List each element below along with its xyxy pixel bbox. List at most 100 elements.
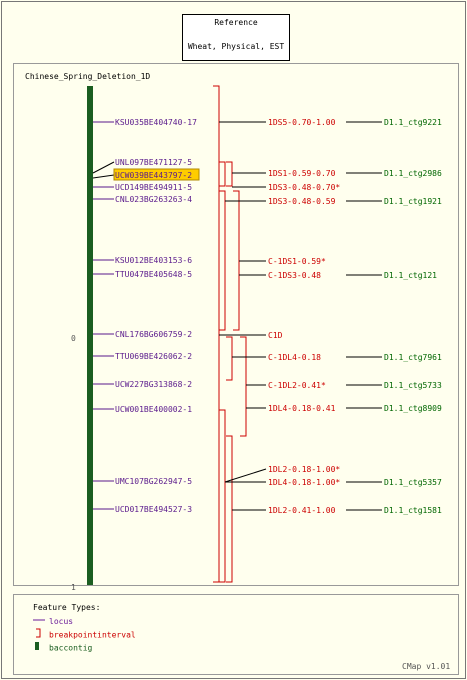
- legend-frame: [13, 594, 459, 675]
- interval-label: 1DL4-0.18-0.41: [268, 404, 336, 413]
- breakpoint-bracket[interactable]: [219, 190, 226, 331]
- locus[interactable]: UCW227BG313868-2: [93, 380, 192, 389]
- contig-label[interactable]: D1.1_ctg9221: [384, 118, 442, 127]
- breakpoint-interval[interactable]: 1DS1-0.59-0.70 D1.1_ctg2986: [232, 169, 442, 178]
- contig-label[interactable]: D1.1_ctg1921: [384, 197, 442, 206]
- locus[interactable]: KSU012BE403153-6: [93, 256, 192, 265]
- scale-start-label: 0: [71, 334, 76, 343]
- breakpoint-bracket[interactable]: [219, 409, 226, 583]
- leader-line: [92, 174, 115, 179]
- map-title[interactable]: Chinese_Spring_Deletion_1D: [25, 72, 151, 81]
- breakpoint-bracket[interactable]: [226, 435, 233, 583]
- locus-label: CNL176BG606759-2: [115, 330, 192, 339]
- locus[interactable]: UCD017BE494527-3: [93, 505, 192, 514]
- contig-label[interactable]: D1.1_ctg5733: [384, 381, 442, 390]
- map-frame: [13, 63, 459, 586]
- breakpoint-bracket[interactable]: [233, 190, 240, 331]
- locus-label: CNL023BG263263-4: [115, 195, 192, 204]
- locus-label: TTU047BE405648-5: [115, 270, 192, 279]
- interval-label: 1DS1-0.59-0.70: [268, 169, 336, 178]
- interval-label: C1D: [268, 331, 283, 340]
- contig-label[interactable]: D1.1_ctg7961: [384, 353, 442, 362]
- interval-layer: 1DS5-0.70-1.00 D1.1_ctg9221 1DS1-0.59-0.70…: [219, 118, 442, 515]
- reference-subtitle: Wheat, Physical, EST: [187, 42, 285, 51]
- breakpoint-interval[interactable]: C-1DS3-0.48 D1.1_ctg121: [239, 271, 437, 280]
- cmap-version-label[interactable]: CMap v1.01: [402, 662, 451, 671]
- baccontig-bar[interactable]: [87, 86, 93, 585]
- locus[interactable]: TTU069BE426062-2: [93, 352, 192, 361]
- breakpoint-interval[interactable]: 1DL2-0.41-1.00 D1.1_ctg1581: [232, 506, 442, 515]
- breakpoint-interval[interactable]: C-1DL2-0.41* D1.1_ctg5733: [246, 381, 442, 390]
- interval-label: C-1DS3-0.48: [268, 271, 321, 280]
- locus[interactable]: UCW001BE400002-1: [93, 405, 192, 414]
- scale-end-label: 1: [71, 583, 76, 592]
- locus[interactable]: UCW039BE443797-2: [92, 168, 200, 181]
- interval-label: 1DL2-0.41-1.00: [268, 506, 336, 515]
- breakpoint-interval[interactable]: C1D: [219, 331, 283, 340]
- breakpoint-interval[interactable]: 1DL2-0.18-1.00*: [224, 465, 340, 483]
- bracket-icon: [33, 628, 45, 642]
- interval-label: 1DL2-0.18-1.00*: [268, 465, 340, 474]
- contig-label[interactable]: D1.1_ctg5357: [384, 478, 442, 487]
- bracket-layer: [213, 85, 247, 583]
- locus-label: UNL097BE471127-5: [115, 158, 192, 167]
- leader-line: [92, 161, 115, 174]
- locus-label: KSU012BE403153-6: [115, 256, 192, 265]
- reference-box[interactable]: Reference Wheat, Physical, EST: [182, 14, 290, 61]
- breakpoint-bracket[interactable]: [226, 161, 233, 187]
- interval-label: 1DL4-0.18-1.00*: [268, 478, 340, 487]
- breakpoint-bracket[interactable]: [240, 336, 247, 437]
- contig-label[interactable]: D1.1_ctg8909: [384, 404, 442, 413]
- breakpoint-interval[interactable]: C-1DL4-0.18 D1.1_ctg7961: [232, 353, 442, 362]
- interval-label: C-1DS1-0.59*: [268, 257, 326, 266]
- bar-icon: [33, 641, 45, 655]
- breakpoint-interval[interactable]: 1DS5-0.70-1.00 D1.1_ctg9221: [219, 118, 442, 127]
- legend-label: locus: [49, 617, 74, 626]
- contig-label[interactable]: D1.1_ctg1581: [384, 506, 442, 515]
- breakpoint-interval[interactable]: 1DL4-0.18-0.41 D1.1_ctg8909: [246, 404, 442, 413]
- locus-layer: KSU035BE404740-17UNL097BE471127-5UCW039B…: [92, 118, 200, 514]
- interval-label: 1DS3-0.48-0.70*: [268, 183, 340, 192]
- breakpoint-bracket[interactable]: [219, 161, 226, 187]
- locus-label: UCD149BE494911-5: [115, 183, 192, 192]
- legend-item-locus: locus: [33, 615, 136, 628]
- contig-label[interactable]: D1.1_ctg2986: [384, 169, 442, 178]
- legend-label: baccontig: [49, 643, 93, 653]
- breakpoint-interval[interactable]: 1DS3-0.48-0.70*: [232, 183, 340, 192]
- legend-item-baccontig: baccontig: [33, 641, 136, 654]
- locus-label: UCW039BE443797-2: [115, 171, 192, 180]
- locus-label: UMC107BG262947-5: [115, 477, 192, 486]
- breakpoint-interval[interactable]: 1DL4-0.18-1.00* D1.1_ctg5357: [225, 478, 442, 487]
- contig-label[interactable]: D1.1_ctg121: [384, 271, 437, 280]
- breakpoint-bracket[interactable]: [213, 85, 220, 583]
- locus-label: TTU069BE426062-2: [115, 352, 192, 361]
- legend-item-breakpointinterval: breakpointinterval: [33, 628, 136, 641]
- line-icon: [33, 615, 45, 628]
- interval-label: C-1DL4-0.18: [268, 353, 321, 362]
- interval-label: C-1DL2-0.41*: [268, 381, 326, 390]
- locus-label: UCW001BE400002-1: [115, 405, 192, 414]
- locus[interactable]: UNL097BE471127-5: [92, 158, 192, 174]
- locus[interactable]: UMC107BG262947-5: [93, 477, 192, 486]
- breakpoint-interval[interactable]: C-1DS1-0.59*: [239, 257, 326, 266]
- interval-connector: [224, 468, 267, 483]
- reference-title: Reference: [214, 18, 258, 27]
- legend-title: Feature Types:: [33, 603, 101, 612]
- locus-label: UCD017BE494527-3: [115, 505, 192, 514]
- locus-highlight: [113, 168, 200, 181]
- locus[interactable]: KSU035BE404740-17: [93, 118, 197, 127]
- legend: Feature Types: locus breakpointinterval …: [33, 603, 136, 654]
- locus[interactable]: UCD149BE494911-5: [93, 183, 192, 192]
- legend-label: breakpointinterval: [49, 630, 136, 640]
- locus-label: KSU035BE404740-17: [115, 118, 197, 127]
- locus-label: UCW227BG313868-2: [115, 380, 192, 389]
- interval-label: 1DS5-0.70-1.00: [268, 118, 336, 127]
- locus[interactable]: CNL176BG606759-2: [93, 330, 192, 339]
- locus[interactable]: TTU047BE405648-5: [93, 270, 192, 279]
- locus[interactable]: CNL023BG263263-4: [93, 195, 192, 204]
- breakpoint-bracket[interactable]: [226, 336, 233, 381]
